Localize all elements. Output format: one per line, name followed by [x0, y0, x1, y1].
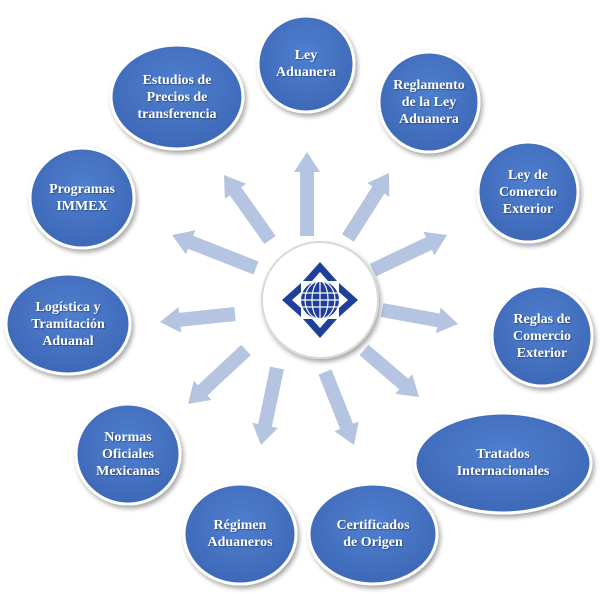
node-certificados-origen[interactable]: [307, 482, 439, 586]
node-normas-oficiales-mexicanas[interactable]: [74, 402, 182, 506]
arrow-to-ley-aduanera: [294, 152, 320, 236]
arrow-to-logistica-tramitacion-aduanal: [160, 307, 236, 333]
globe-icon: [301, 280, 339, 320]
node-ley-aduanera[interactable]: [256, 14, 356, 114]
logo-chevron-top: [303, 262, 337, 281]
arrow-to-programas-immex: [172, 230, 259, 275]
arrow-to-estudios-precios-transferencia: [224, 175, 276, 244]
aduana-logo: [261, 241, 379, 359]
logo-chevron-bottom: [303, 319, 337, 338]
nodes-layer: [4, 14, 594, 586]
arrow-to-reglas-comercio-exterior: [380, 303, 458, 334]
node-estudios-precios-transferencia[interactable]: [109, 43, 245, 151]
node-logistica-tramitacion-aduanal[interactable]: [4, 272, 132, 376]
arrow-to-reglamento-ley-aduanera: [342, 173, 390, 242]
arrow-to-certificados-origen: [318, 369, 359, 445]
arrow-to-regimen-aduaneros: [252, 366, 284, 445]
logo-chevron-left: [282, 283, 301, 317]
node-regimen-aduaneros[interactable]: [182, 482, 298, 586]
arrow-to-normas-oficiales-mexicanas: [188, 344, 251, 404]
node-ley-comercio-exterior[interactable]: [476, 140, 580, 244]
node-programas-immex[interactable]: [28, 146, 136, 250]
arrow-to-ley-comercio-exterior: [370, 231, 447, 277]
logo-chevron-right: [339, 283, 358, 317]
arrow-to-tratados-internacionales: [359, 344, 419, 397]
arrows-layer: [160, 152, 458, 445]
node-tratados-internacionales[interactable]: [413, 411, 593, 515]
node-reglas-comercio-exterior[interactable]: [490, 284, 594, 388]
node-reglamento-ley-aduanera[interactable]: [377, 50, 481, 154]
